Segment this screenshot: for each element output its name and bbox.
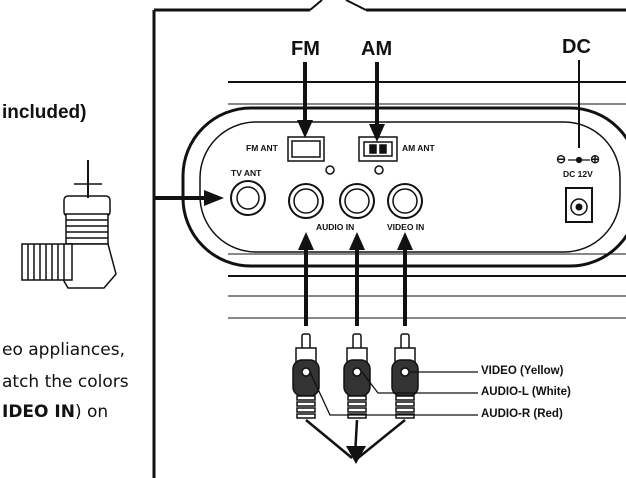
arrow-audio-r xyxy=(298,232,314,326)
fm-indicator-dot xyxy=(325,165,335,175)
dc-callout-label: DC xyxy=(562,36,591,58)
tv-ant-label: TV ANT xyxy=(231,168,262,178)
video-cable-label: VIDEO (Yellow) xyxy=(481,365,564,377)
arrow-video xyxy=(397,232,413,326)
dc-polarity-symbol xyxy=(568,156,590,164)
rca-plug-audio-l xyxy=(343,333,371,419)
video-in-label: VIDEO IN xyxy=(387,222,425,232)
audio-l-jack xyxy=(339,183,375,219)
arrow-am xyxy=(369,62,385,142)
arrow-audio-l xyxy=(349,232,365,326)
antenna-adapter-illustration xyxy=(21,160,117,289)
am-ant-label: AM ANT xyxy=(402,143,435,153)
cable-junction xyxy=(346,446,366,464)
instruction-bold-term: IDEO IN xyxy=(2,402,75,422)
tv-ant-jack xyxy=(230,180,266,216)
rca-plug-video xyxy=(391,333,419,419)
instruction-line-3-rest: ) on xyxy=(74,402,109,422)
fm-callout-label: FM xyxy=(291,38,320,60)
instruction-line-1: eo appliances, xyxy=(2,340,125,360)
connector-panel xyxy=(181,106,626,268)
audio-r-cable-label: AUDIO-R (Red) xyxy=(481,408,563,420)
dc-jack xyxy=(565,187,593,223)
am-indicator-dot xyxy=(374,165,384,175)
section-heading-fragment: included) xyxy=(2,102,87,123)
fm-ant-label: FM ANT xyxy=(246,143,278,153)
fm-antenna-socket xyxy=(287,136,325,162)
dc-minus-symbol: ⊖ xyxy=(556,152,567,166)
arrow-fm xyxy=(297,62,313,138)
instruction-line-3: IDEO IN) on xyxy=(2,402,108,422)
audio-in-label: AUDIO IN xyxy=(316,222,355,232)
audio-r-jack xyxy=(288,183,324,219)
dc-plus-symbol: ⊕ xyxy=(590,152,601,166)
arrow-tv-ant xyxy=(154,190,224,206)
dc-12v-label: DC 12V xyxy=(563,169,593,179)
am-callout-label: AM xyxy=(361,38,393,60)
rca-plug-audio-r xyxy=(292,333,320,419)
video-jack xyxy=(387,183,423,219)
leader-lines xyxy=(309,371,478,416)
am-antenna-socket xyxy=(358,136,398,162)
audio-l-cable-label: AUDIO-L (White) xyxy=(481,386,571,398)
device-frame xyxy=(152,0,626,478)
instruction-line-2: atch the colors xyxy=(2,372,129,392)
